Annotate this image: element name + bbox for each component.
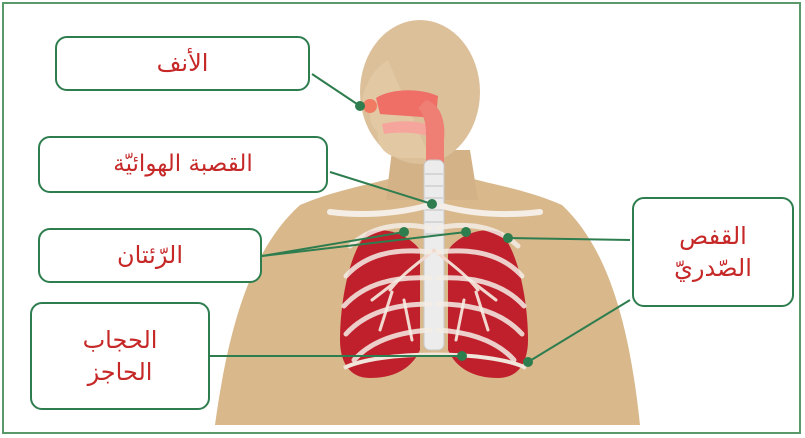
nose-tip [363,99,377,113]
label-diaphragm-line2: الحاجز [83,356,158,388]
nose-leader [312,74,360,106]
label-trachea-text: القصبة الهوائيّة [113,149,253,180]
label-nose: الأنف [55,36,310,91]
label-lungs-text: الرّئتان [117,239,183,271]
label-trachea: القصبة الهوائيّة [38,136,328,193]
label-nose-text: الأنف [157,47,209,79]
label-ribcage-line2: الصّدريّ [674,252,752,284]
label-diaphragm-line1: الحجاب [83,324,158,356]
label-ribcage-line1: القفص [674,220,752,252]
label-diaphragm: الحجاب الحاجز [30,302,210,410]
label-ribcage: القفص الصّدريّ [632,197,794,307]
label-lungs: الرّئتان [38,228,262,283]
